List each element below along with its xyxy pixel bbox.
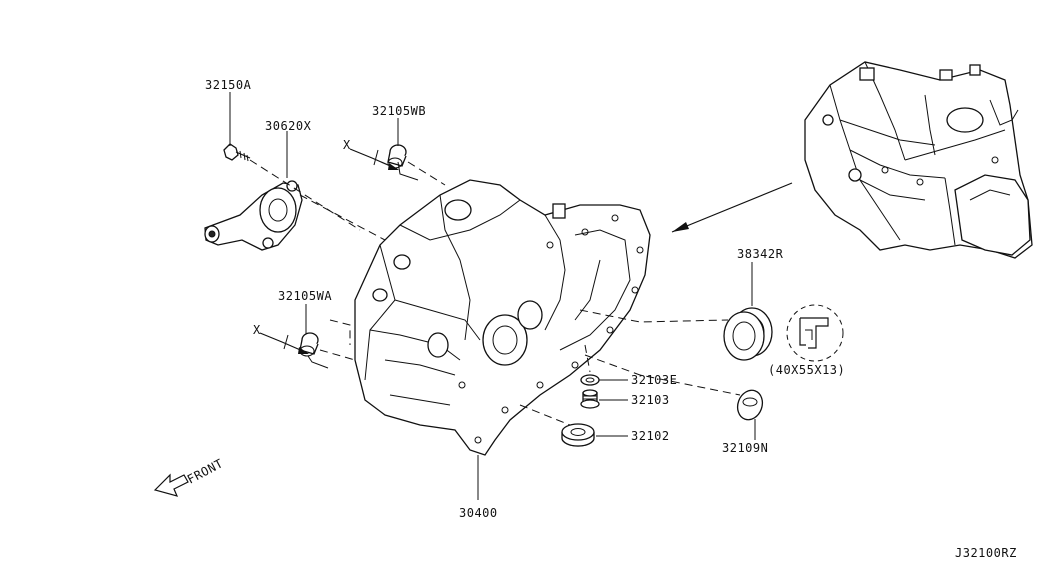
x-label-lower: X xyxy=(253,323,261,337)
x-direction-marker-lower: X xyxy=(253,323,329,369)
release-bearing-30620X[interactable] xyxy=(204,180,303,251)
plug-32102[interactable] xyxy=(561,423,595,447)
reference-arrow xyxy=(671,182,793,233)
leader-lines xyxy=(229,92,756,500)
part-label-32105WA: 32105WA xyxy=(278,289,332,303)
part-label-32103: 32103 xyxy=(631,393,670,407)
seal-32109N[interactable] xyxy=(734,387,767,423)
part-label-32105WB: 32105WB xyxy=(372,104,426,118)
part-label-38342R: 38342R xyxy=(737,247,784,261)
transmission-case-30400[interactable] xyxy=(354,179,651,456)
washer-32103E[interactable] xyxy=(580,374,600,386)
plug-32103[interactable] xyxy=(580,389,600,409)
front-label: FRONT xyxy=(185,456,226,486)
dowel-32105WA[interactable] xyxy=(299,332,319,357)
part-label-30620X: 30620X xyxy=(265,119,312,133)
seal-size-label: (40X55X13) xyxy=(768,363,845,377)
front-arrow: FRONT xyxy=(153,456,226,497)
part-label-30400: 30400 xyxy=(459,506,498,520)
bolt-32150A[interactable] xyxy=(223,143,251,162)
part-label-32109N: 32109N xyxy=(722,441,768,455)
oil-seal-38342R[interactable] xyxy=(723,307,773,361)
part-label-32103E: 32103E xyxy=(631,373,677,387)
x-direction-marker-upper: X xyxy=(343,138,419,181)
transmission-assembly-reference xyxy=(804,61,1033,259)
part-label-32102: 32102 xyxy=(631,429,670,443)
x-label-upper: X xyxy=(343,138,351,152)
seal-section-detail xyxy=(786,304,844,362)
part-label-32150A: 32150A xyxy=(205,78,252,92)
diagram-code: J32100RZ xyxy=(955,546,1017,560)
